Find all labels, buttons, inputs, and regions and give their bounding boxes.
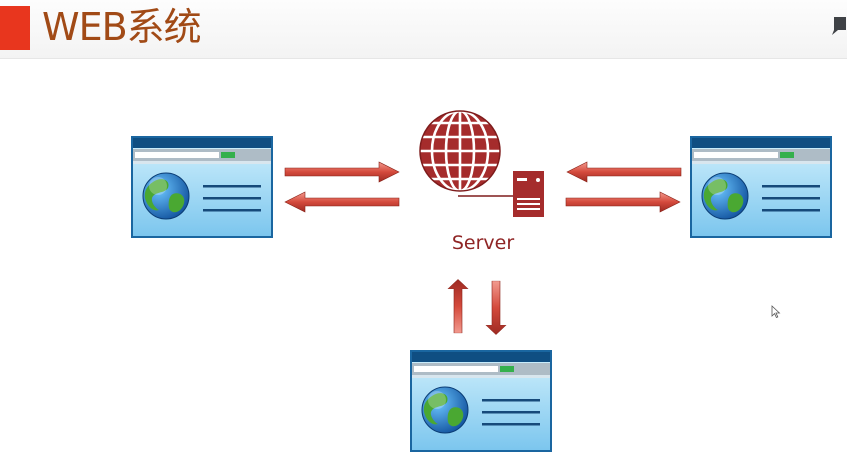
right-client-window-icon xyxy=(689,135,833,239)
slide-title: WEB系统 xyxy=(42,5,202,49)
mouse-cursor-icon xyxy=(771,305,781,319)
arrow-server-to-bottom-client xyxy=(485,280,507,336)
presentation-icon[interactable] xyxy=(832,17,846,37)
left-client-window-icon xyxy=(130,135,274,239)
slide-header xyxy=(0,0,847,59)
server-label: Server xyxy=(452,232,514,254)
arrow-bottom-client-to-server xyxy=(447,278,469,334)
arrow-left-client-to-server xyxy=(284,161,400,183)
globe-icon xyxy=(419,110,501,192)
arrow-right-client-to-server xyxy=(566,161,682,183)
arrow-server-to-left-client xyxy=(284,191,400,213)
server-tower-icon xyxy=(458,171,544,217)
bottom-client-window-icon xyxy=(409,349,553,453)
title-marker xyxy=(0,6,30,50)
arrow-server-to-right-client xyxy=(565,191,681,213)
